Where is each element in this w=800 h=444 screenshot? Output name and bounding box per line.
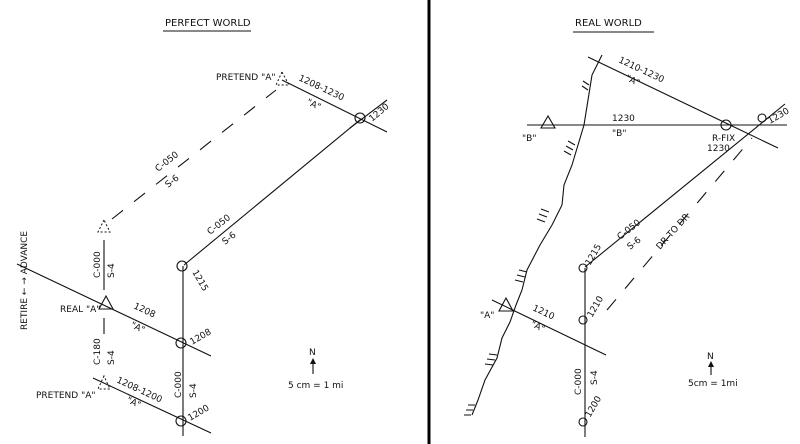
coastline-hatching (464, 80, 590, 416)
lop-label: 1230 (612, 114, 635, 124)
course-label: C-000 (574, 368, 584, 395)
fix-circle-icon (354, 112, 366, 124)
dr-circle-icon (578, 263, 588, 273)
course-label: C-180 (93, 338, 103, 365)
time-label: 1215 (584, 243, 604, 268)
dr-to-dr-label: DR TO DR (655, 212, 692, 252)
real-world-panel: REAL WORLD 1210-1230 "A" "B" 1230 "B" R-… (464, 18, 792, 437)
course-line (183, 118, 362, 266)
time-label: 1210 (586, 294, 606, 319)
pretend-triangle-icon (97, 374, 111, 390)
course-label: C-000 (174, 371, 184, 398)
time-label: 1215 (189, 269, 209, 294)
time-label: 1200 (187, 403, 212, 423)
pretend-triangle-icon (275, 70, 290, 86)
rfix-label: R-FIX (712, 134, 735, 144)
speed-label: S-6 (626, 235, 644, 252)
landmark-label: "B" (522, 134, 536, 144)
time-label: 1208 (189, 327, 214, 347)
lop-a-1208 (16, 263, 212, 357)
north-arrowhead-icon (310, 358, 316, 364)
course-label: C-050 (154, 150, 181, 174)
time-label: 1200 (584, 394, 604, 419)
dr-circle-icon (176, 260, 188, 272)
rfix-time: 1230 (707, 144, 730, 154)
scale-label: 5 cm = 1 mi (288, 381, 343, 391)
dr-circle-icon (175, 337, 187, 349)
landmark-a-triangle-icon (498, 296, 514, 312)
lop-a-1210-1230 (587, 56, 779, 149)
dr-circle-icon (175, 415, 187, 427)
speed-label: S-4 (107, 350, 117, 365)
speed-label: S-4 (590, 370, 600, 385)
panel-title: REAL WORLD (575, 18, 642, 29)
dr-circle-icon (578, 315, 588, 325)
scale-label: 5cm = 1mi (688, 379, 738, 389)
landmark-b-triangle-icon (540, 114, 556, 129)
lop-label: "A" (624, 74, 641, 89)
perfect-world-panel: PERFECT WORLD PRETEND "A" 1208-1230 "A" … (16, 18, 392, 436)
speed-label: S-4 (189, 383, 199, 398)
lop-a-bottom (92, 377, 212, 434)
lop-a-top (281, 79, 388, 133)
lop-label: "A" (529, 320, 546, 335)
running-fix-circle-icon (720, 119, 732, 131)
dashed-course-line (111, 89, 277, 220)
lop-label: "A" (129, 321, 146, 336)
lop-label: "A" (305, 98, 322, 113)
landmark-label: "A" (480, 311, 494, 321)
coastline (471, 54, 603, 416)
dr-circle-icon (578, 417, 588, 427)
dr-circle-icon (757, 113, 767, 123)
course-line (584, 103, 786, 268)
course-label: C-000 (93, 251, 103, 278)
speed-label: S-4 (107, 263, 117, 278)
lop-a-1210 (491, 299, 607, 356)
north-label: N (707, 352, 714, 362)
north-label: N (309, 348, 316, 358)
landmark-triangle-icon (98, 294, 114, 310)
pretend-a-bottom-label: PRETEND "A" (36, 391, 96, 401)
landmark-label: REAL "A" (60, 305, 100, 315)
lop-label: "B" (612, 129, 626, 139)
retire-advance-label: RETIRE ← → ADVANCE (20, 231, 30, 330)
pretend-a-top-label: PRETEND "A" (216, 73, 276, 83)
lop-label: "A" (125, 396, 142, 411)
dr-to-dr-line (606, 137, 753, 311)
panel-title: PERFECT WORLD (165, 18, 251, 29)
lop-label: 1208 (132, 302, 157, 321)
north-arrowhead-icon (708, 361, 714, 367)
advanced-triangle-icon (97, 218, 111, 233)
